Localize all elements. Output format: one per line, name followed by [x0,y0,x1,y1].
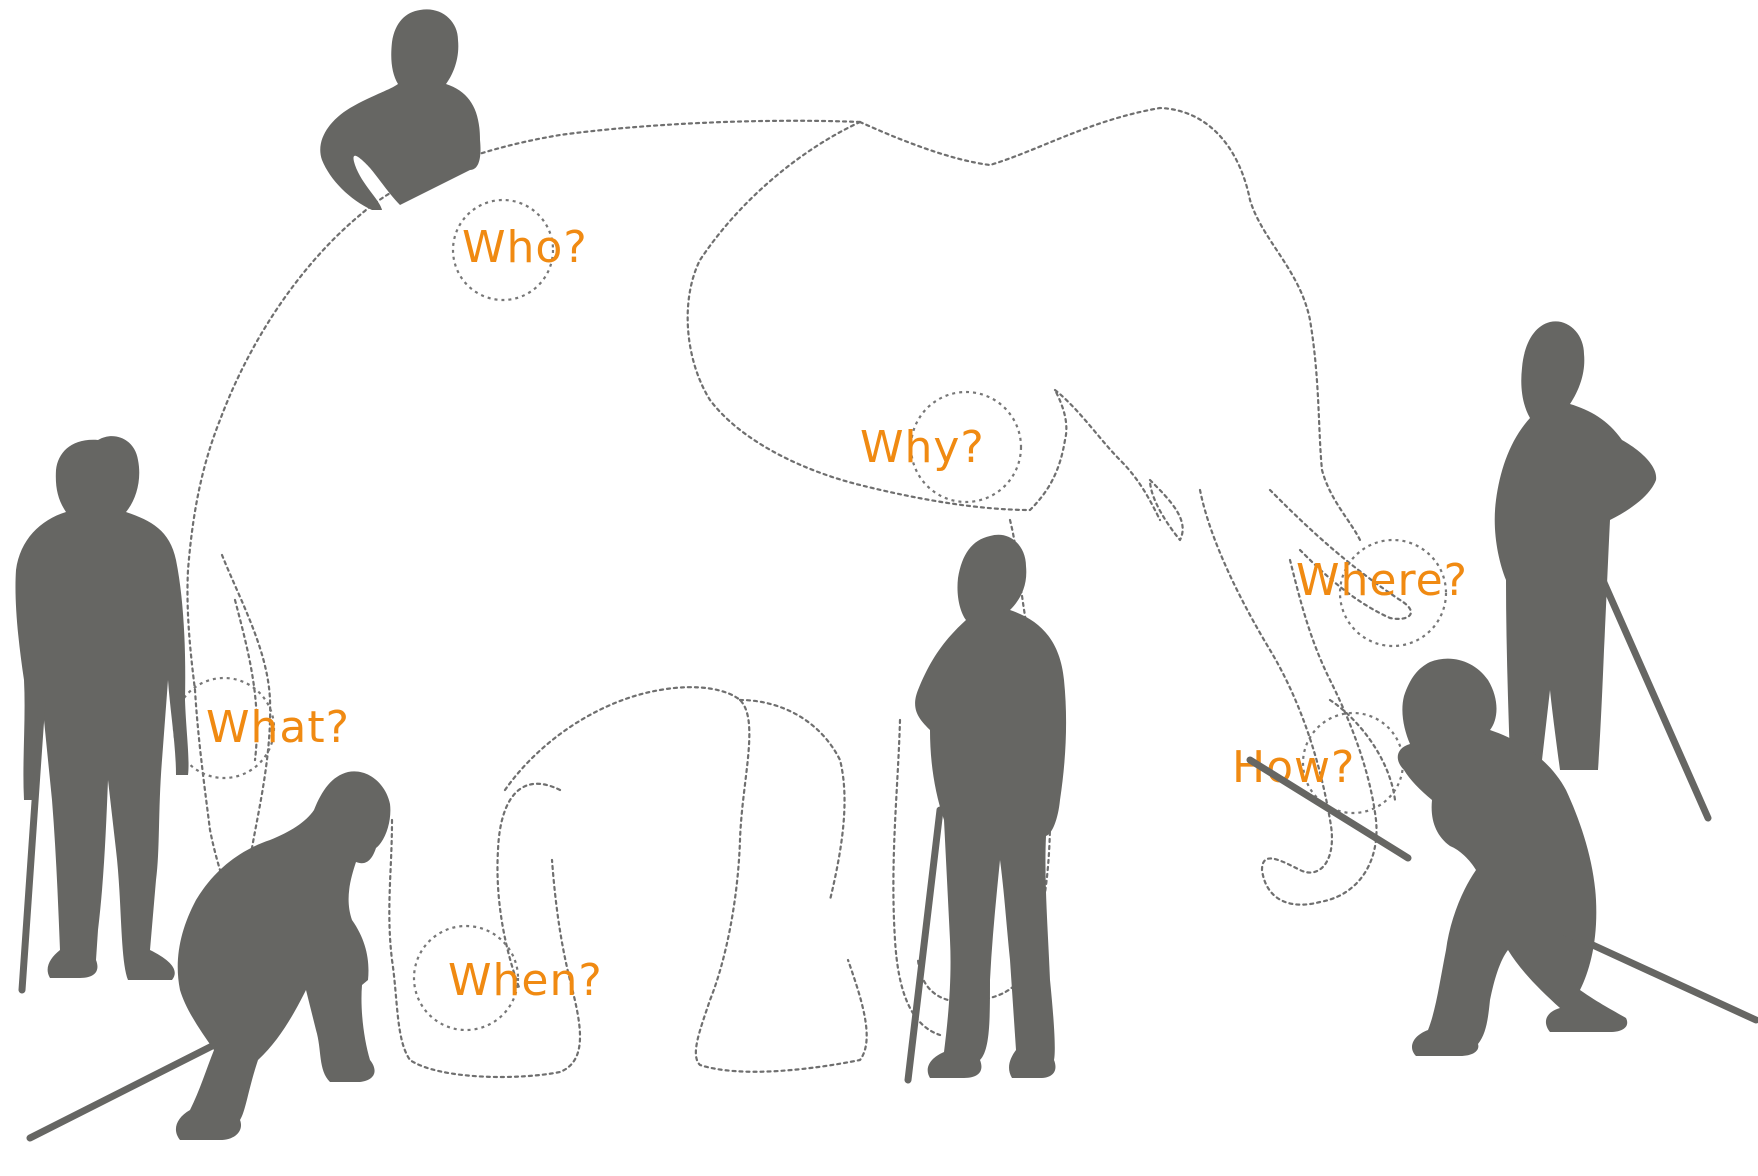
question-when-label: When? [448,955,603,1006]
question-who-circle [451,198,555,302]
standing-man-center-silhouette [904,534,1067,1084]
question-why: Why? [860,390,1023,504]
question-what: What? [172,676,350,780]
cane [1590,556,1712,822]
elephant-outline [186,106,1412,1079]
question-why-circle [909,390,1023,504]
man-on-top-silhouette [320,9,481,210]
question-where: Where? [1296,538,1468,648]
elephant-body-outline [186,119,862,932]
standing-man-left-silhouette [15,436,189,994]
elephant-ear-outline [686,120,1068,512]
elephant-belly-outline [503,686,868,1073]
cane [18,696,46,994]
elephant-trunk-outline [1198,488,1378,906]
elephant-tusk-outline [1148,478,1184,542]
question-when: When? [412,924,603,1032]
question-who-label: Who? [462,222,588,273]
question-why-label: Why? [860,422,985,473]
question-what-label: What? [206,702,350,753]
cane [1246,756,1412,862]
cane [26,1036,228,1142]
question-where-circle [1338,538,1448,648]
elephant-head-outline [858,106,1362,542]
elephant-back-leg-outline [388,818,581,1079]
crouching-man-left-silhouette [26,771,391,1142]
cane [1556,926,1758,1024]
cane [904,806,944,1084]
question-when-circle [412,924,520,1032]
crouching-man-right-silhouette [1246,658,1758,1056]
question-who: Who? [451,198,588,302]
standing-man-right-silhouette [1494,321,1712,822]
question-where-label: Where? [1296,555,1468,606]
